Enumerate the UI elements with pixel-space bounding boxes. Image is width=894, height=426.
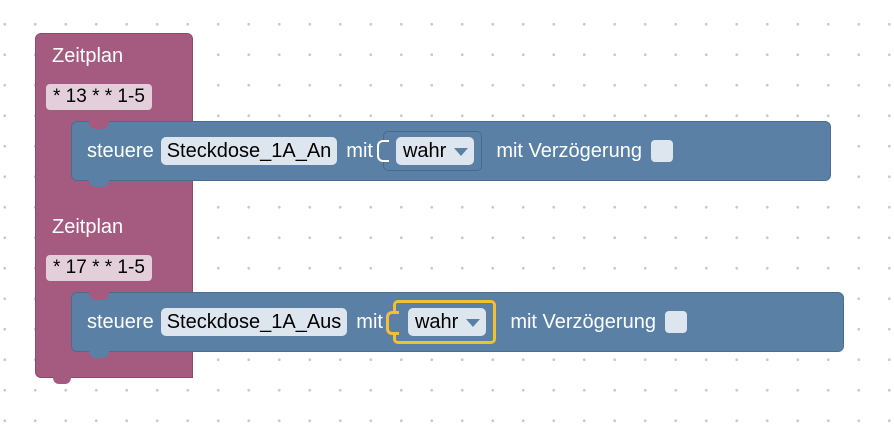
value-dropdown[interactable]: wahr: [407, 308, 487, 336]
with-label: mit: [356, 311, 383, 333]
dropdown-arrow-icon: [466, 319, 481, 327]
control-block-1[interactable]: steuere Steckdose_1A_An mit wahr mit Ver…: [71, 121, 831, 187]
schedule-title: Zeitplan: [52, 216, 124, 238]
with-label: mit: [346, 140, 373, 162]
puzzle-connector-icon: [376, 140, 389, 162]
puzzle-connector-icon: [385, 311, 399, 335]
schedule-title: Zeitplan: [52, 45, 124, 67]
object-field[interactable]: Steckdose_1A_Aus: [160, 308, 348, 336]
delay-label: mit Verzögerung: [510, 311, 656, 333]
value-block[interactable]: wahr: [376, 131, 483, 171]
value-dropdown[interactable]: wahr: [395, 137, 475, 165]
value-dropdown-label: wahr: [414, 311, 459, 333]
delay-checkbox[interactable]: [650, 140, 673, 162]
control-verb: steuere: [87, 311, 154, 333]
cron-field[interactable]: * 13 * * 1-5: [46, 84, 152, 110]
object-field[interactable]: Steckdose_1A_An: [160, 137, 338, 165]
cron-field[interactable]: * 17 * * 1-5: [46, 255, 152, 281]
delay-checkbox[interactable]: [664, 311, 687, 333]
control-block-2[interactable]: steuere Steckdose_1A_Aus mit wahr mit Ve…: [71, 292, 844, 358]
value-dropdown-label: wahr: [402, 140, 447, 162]
dropdown-arrow-icon: [454, 148, 469, 156]
delay-label: mit Verzögerung: [496, 140, 642, 162]
value-block-selected[interactable]: wahr: [385, 300, 497, 344]
control-verb: steuere: [87, 140, 154, 162]
